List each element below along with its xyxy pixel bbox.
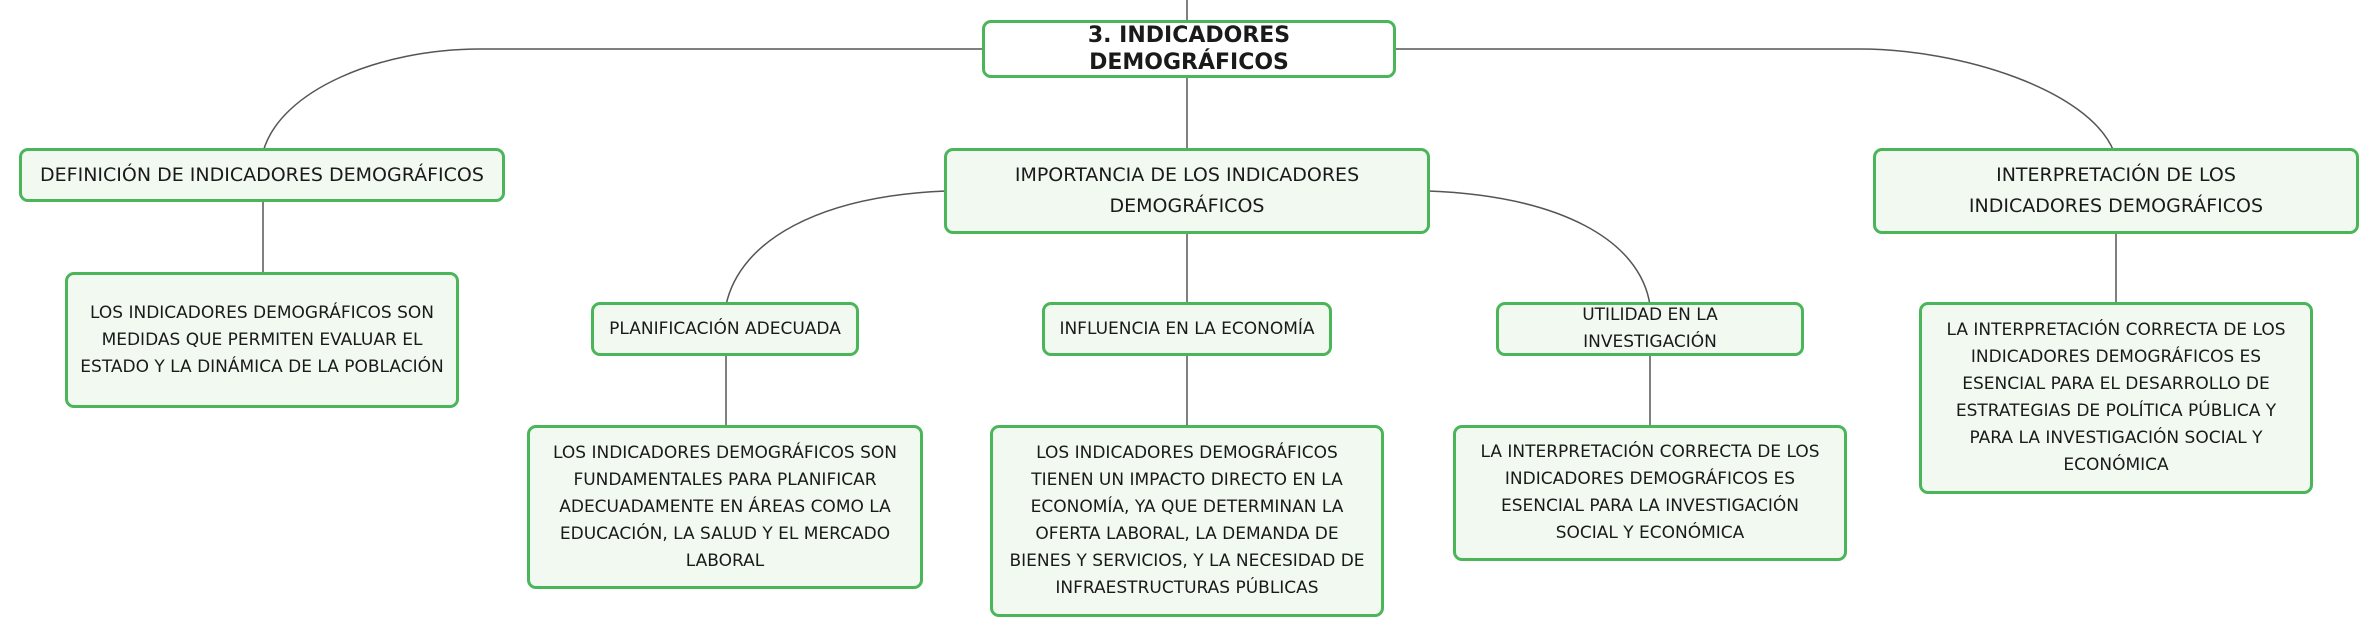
topic-interpretacion[interactable]: INTERPRETACIÓN DE LOS INDICADORES DEMOGR… [1873, 148, 2359, 234]
detail-investigacion-text: LA INTERPRETACIÓN CORRECTA DE LOS INDICA… [1480, 442, 1820, 543]
connector-root-definicion [262, 48, 982, 153]
topic-interpretacion-label: INTERPRETACIÓN DE LOS INDICADORES DEMOGR… [1968, 164, 2264, 217]
detail-interpretacion-text: LA INTERPRETACIÓN CORRECTA DE LOS INDICA… [1946, 320, 2286, 475]
topic-definicion[interactable]: DEFINICIÓN DE INDICADORES DEMOGRÁFICOS [19, 148, 505, 202]
subtopic-planificacion[interactable]: PLANIFICACIÓN ADECUADA [591, 302, 859, 356]
detail-investigacion[interactable]: LA INTERPRETACIÓN CORRECTA DE LOS INDICA… [1453, 425, 1847, 561]
connector-importancia-planificacion [725, 190, 947, 306]
detail-planificacion-text: LOS INDICADORES DEMOGRÁFICOS SON FUNDAME… [553, 442, 897, 571]
root-topic[interactable]: 3. INDICADORES DEMOGRÁFICOS [982, 20, 1396, 78]
topic-importancia[interactable]: IMPORTANCIA DE LOS INDICADORES DEMOGRÁFI… [944, 148, 1430, 234]
root-topic-label: 3. INDICADORES DEMOGRÁFICOS [1087, 23, 1291, 75]
detail-economia-text: LOS INDICADORES DEMOGRÁFICOS TIENEN UN I… [1009, 443, 1365, 598]
topic-definicion-label: DEFINICIÓN DE INDICADORES DEMOGRÁFICOS [40, 163, 484, 186]
subtopic-investigacion-label: UTILIDAD EN LA INVESTIGACIÓN [1582, 305, 1718, 352]
subtopic-economia-label: INFLUENCIA EN LA ECONOMÍA [1059, 318, 1315, 339]
connector-importancia-investigacion [1427, 190, 1651, 306]
subtopic-planificacion-label: PLANIFICACIÓN ADECUADA [609, 318, 841, 339]
connector-root-interpretacion [1396, 48, 2115, 153]
subtopic-investigacion[interactable]: UTILIDAD EN LA INVESTIGACIÓN [1496, 302, 1804, 356]
detail-interpretacion[interactable]: LA INTERPRETACIÓN CORRECTA DE LOS INDICA… [1919, 302, 2313, 494]
detail-definicion[interactable]: LOS INDICADORES DEMOGRÁFICOS SON MEDIDAS… [65, 272, 459, 408]
subtopic-economia[interactable]: INFLUENCIA EN LA ECONOMÍA [1042, 302, 1332, 356]
detail-economia[interactable]: LOS INDICADORES DEMOGRÁFICOS TIENEN UN I… [990, 425, 1384, 617]
topic-importancia-label: IMPORTANCIA DE LOS INDICADORES DEMOGRÁFI… [1014, 164, 1360, 217]
detail-planificacion[interactable]: LOS INDICADORES DEMOGRÁFICOS SON FUNDAME… [527, 425, 923, 589]
detail-definicion-text: LOS INDICADORES DEMOGRÁFICOS SON MEDIDAS… [80, 302, 444, 377]
